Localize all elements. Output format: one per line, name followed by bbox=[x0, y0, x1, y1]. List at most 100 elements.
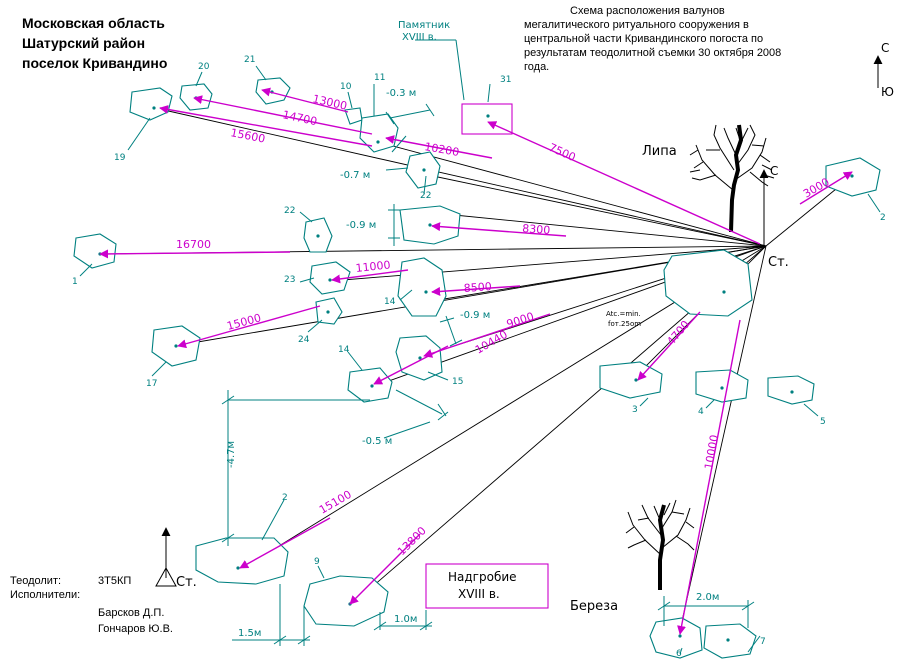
executors-label: Исполнители: bbox=[10, 589, 80, 601]
stone-number: 17 bbox=[146, 379, 157, 389]
stone-number: 7 bbox=[760, 637, 766, 647]
offset-label: -0.3 м bbox=[386, 88, 416, 99]
distance-label: 14700 bbox=[281, 108, 318, 128]
distance-label: 7500 bbox=[547, 141, 578, 164]
stone-number: 14 bbox=[384, 297, 396, 307]
arrow-3000 bbox=[799, 171, 853, 205]
district-title: Шатурский район bbox=[22, 35, 145, 51]
stone-numbers: 19 20 21 10 11 31 22 2 22 1 23 24 14 17 … bbox=[72, 55, 886, 659]
boulder-6 bbox=[649, 617, 703, 659]
boulder-23 bbox=[309, 261, 351, 295]
sight-line bbox=[679, 245, 767, 631]
arrow-15600 bbox=[159, 104, 373, 147]
station-boulder bbox=[663, 249, 753, 317]
stone-number: 23 bbox=[284, 275, 295, 285]
boulder-1 bbox=[73, 233, 117, 269]
stone-number: 11 bbox=[374, 73, 385, 83]
stone-number: 31 bbox=[500, 75, 511, 85]
arrow-10000 bbox=[677, 319, 741, 635]
distance-label: 16700 bbox=[176, 238, 211, 251]
station-north-label: С bbox=[770, 164, 778, 178]
boulder-5 bbox=[767, 375, 815, 405]
station-label: Ст. bbox=[768, 255, 789, 270]
tombstone-label-2: XVIII в. bbox=[458, 587, 500, 601]
sight-line bbox=[423, 211, 767, 247]
birch-label: Береза bbox=[570, 599, 618, 614]
stone-number: 19 bbox=[114, 153, 126, 163]
stone-number: 6 bbox=[676, 649, 682, 659]
distance-label: 11000 bbox=[355, 258, 391, 275]
distance-label: 8300 bbox=[522, 222, 551, 237]
stone-number: 21 bbox=[244, 55, 255, 65]
sight-line bbox=[413, 171, 767, 247]
arrow-15100 bbox=[239, 517, 331, 569]
offset-label: 1.0м bbox=[394, 614, 417, 625]
arrow-4700 bbox=[637, 311, 701, 381]
stone-number: 22 bbox=[284, 206, 295, 216]
stone-number: 10 bbox=[340, 82, 352, 92]
arrow-8500 bbox=[431, 285, 521, 296]
station-note-1: Atc.=min. bbox=[606, 310, 641, 318]
stone-number: 15 bbox=[452, 377, 463, 387]
settlement-title: поселок Кривандино bbox=[22, 55, 167, 71]
distance-label: 13800 bbox=[395, 524, 429, 558]
arrow-13000 bbox=[261, 87, 349, 113]
theodolite-value: 3Т5КП bbox=[98, 575, 131, 587]
arrow-15000 bbox=[177, 305, 321, 349]
offset-label: 2.0м bbox=[696, 592, 719, 603]
stone-number: 3 bbox=[632, 405, 638, 415]
caption-line-1: Схема расположения валунов bbox=[570, 5, 725, 17]
boulder-9 bbox=[303, 575, 389, 627]
executor-1: Барсков Д.П. bbox=[98, 607, 164, 619]
offset-label: -0.7 м bbox=[340, 170, 370, 181]
boulder-14-low bbox=[347, 367, 393, 403]
distance-label: 15000 bbox=[225, 311, 262, 333]
distance-arrows bbox=[99, 87, 853, 635]
compass: С Ю bbox=[873, 41, 894, 99]
distance-label: 10000 bbox=[702, 434, 721, 471]
stone-number: 22 bbox=[420, 191, 431, 201]
boulder-2-low bbox=[195, 537, 289, 585]
stone-number: 9 bbox=[314, 557, 320, 567]
sight-line bbox=[317, 245, 767, 283]
stone-number: 20 bbox=[198, 62, 210, 72]
arrow-8300 bbox=[431, 222, 567, 237]
offset-dimensions: -0.3 м -0.7 м -0.9 м -0.9 м -0.5 м -4.7м bbox=[221, 88, 755, 646]
distance-label: 9000 bbox=[505, 310, 536, 331]
stone-number: 5 bbox=[820, 417, 826, 427]
compass-south: Ю bbox=[881, 85, 894, 99]
arrow-13800 bbox=[349, 533, 421, 605]
stone-number: 24 bbox=[298, 335, 310, 345]
arrow-10200 bbox=[385, 135, 493, 159]
caption-line-4: результатам теодолитной съемки 30 октябр… bbox=[524, 47, 781, 59]
legend-station-label: Ст. bbox=[176, 575, 197, 590]
arrow-7500 bbox=[487, 121, 761, 245]
region-title: Московская область bbox=[22, 15, 165, 31]
arrow-10440 bbox=[373, 345, 449, 385]
stone-number: 14 bbox=[338, 345, 350, 355]
boulder-7 bbox=[703, 623, 757, 659]
caption-line-5: года. bbox=[524, 61, 549, 73]
offset-label: -0.9 м bbox=[460, 310, 490, 321]
arrow-14700 bbox=[193, 95, 373, 135]
boulders bbox=[73, 77, 881, 659]
station-note-2: fот.25om bbox=[608, 320, 641, 328]
offset-label: 1.5м bbox=[238, 628, 261, 639]
caption-line-3: центральной части Кривандинского погоста… bbox=[524, 33, 763, 45]
linden-label: Липа bbox=[642, 144, 677, 159]
arrow-16700 bbox=[99, 249, 291, 259]
compass-north: С bbox=[881, 41, 889, 55]
boulder-4 bbox=[695, 369, 749, 403]
sight-line bbox=[163, 109, 767, 247]
sight-line bbox=[377, 141, 767, 247]
boulder-10 bbox=[344, 107, 363, 125]
stone-number: 1 bbox=[72, 277, 78, 287]
monument-box bbox=[461, 103, 513, 135]
distance-label: 10440 bbox=[473, 328, 510, 357]
offset-label: -4.7м bbox=[226, 441, 237, 468]
distance-label: 13000 bbox=[311, 92, 348, 113]
distance-label: 8500 bbox=[463, 280, 492, 295]
distance-label: 15100 bbox=[317, 488, 354, 517]
boulder-19 bbox=[129, 87, 173, 121]
